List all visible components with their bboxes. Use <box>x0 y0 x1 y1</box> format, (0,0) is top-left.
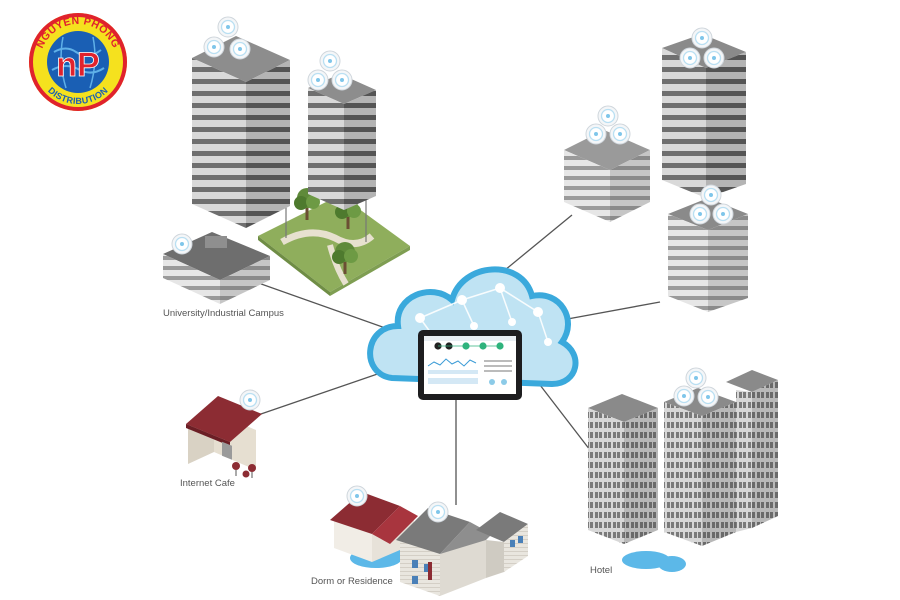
globe-icon <box>47 31 109 93</box>
logo-monogram: nP <box>56 46 99 84</box>
access-point-icon <box>697 386 719 408</box>
access-point-icon <box>307 69 329 91</box>
cafe-building <box>186 396 262 478</box>
hotel-label: Hotel <box>590 565 613 576</box>
access-point-icon <box>712 203 734 225</box>
tablet-dashboard-icon <box>418 330 522 400</box>
access-point-icon <box>217 16 239 38</box>
access-point-icon <box>203 36 225 58</box>
access-point-icon <box>700 184 722 206</box>
access-point-icon <box>679 47 701 69</box>
access-point-icon <box>703 47 725 69</box>
campus-lawn <box>258 195 410 292</box>
access-point-icon <box>331 69 353 91</box>
dorm-buildings <box>330 492 528 596</box>
access-point-icon <box>346 485 368 507</box>
access-point-icon <box>597 105 619 127</box>
access-point-icon <box>239 389 261 411</box>
dorm-label: Dorm or Residence <box>311 576 393 587</box>
access-point-icon <box>689 203 711 225</box>
access-point-icon <box>685 367 707 389</box>
cafe-label: Internet Cafe <box>180 478 235 489</box>
access-point-icon <box>319 50 341 72</box>
access-point-icon <box>585 123 607 145</box>
access-point-icon <box>171 233 193 255</box>
access-point-icon <box>673 385 695 407</box>
office-buildings <box>564 34 748 312</box>
connection-lines <box>249 214 661 505</box>
access-point-icon <box>229 38 251 60</box>
campus-buildings <box>163 36 410 304</box>
company-logo: nP NGUYEN PHONG DISTRIBUTION <box>29 13 127 111</box>
access-point-icon <box>609 123 631 145</box>
access-point-icon <box>427 501 449 523</box>
campus-label: University/Industrial Campus <box>163 308 284 319</box>
access-point-icon <box>691 27 713 49</box>
hotel-buildings <box>588 370 778 572</box>
